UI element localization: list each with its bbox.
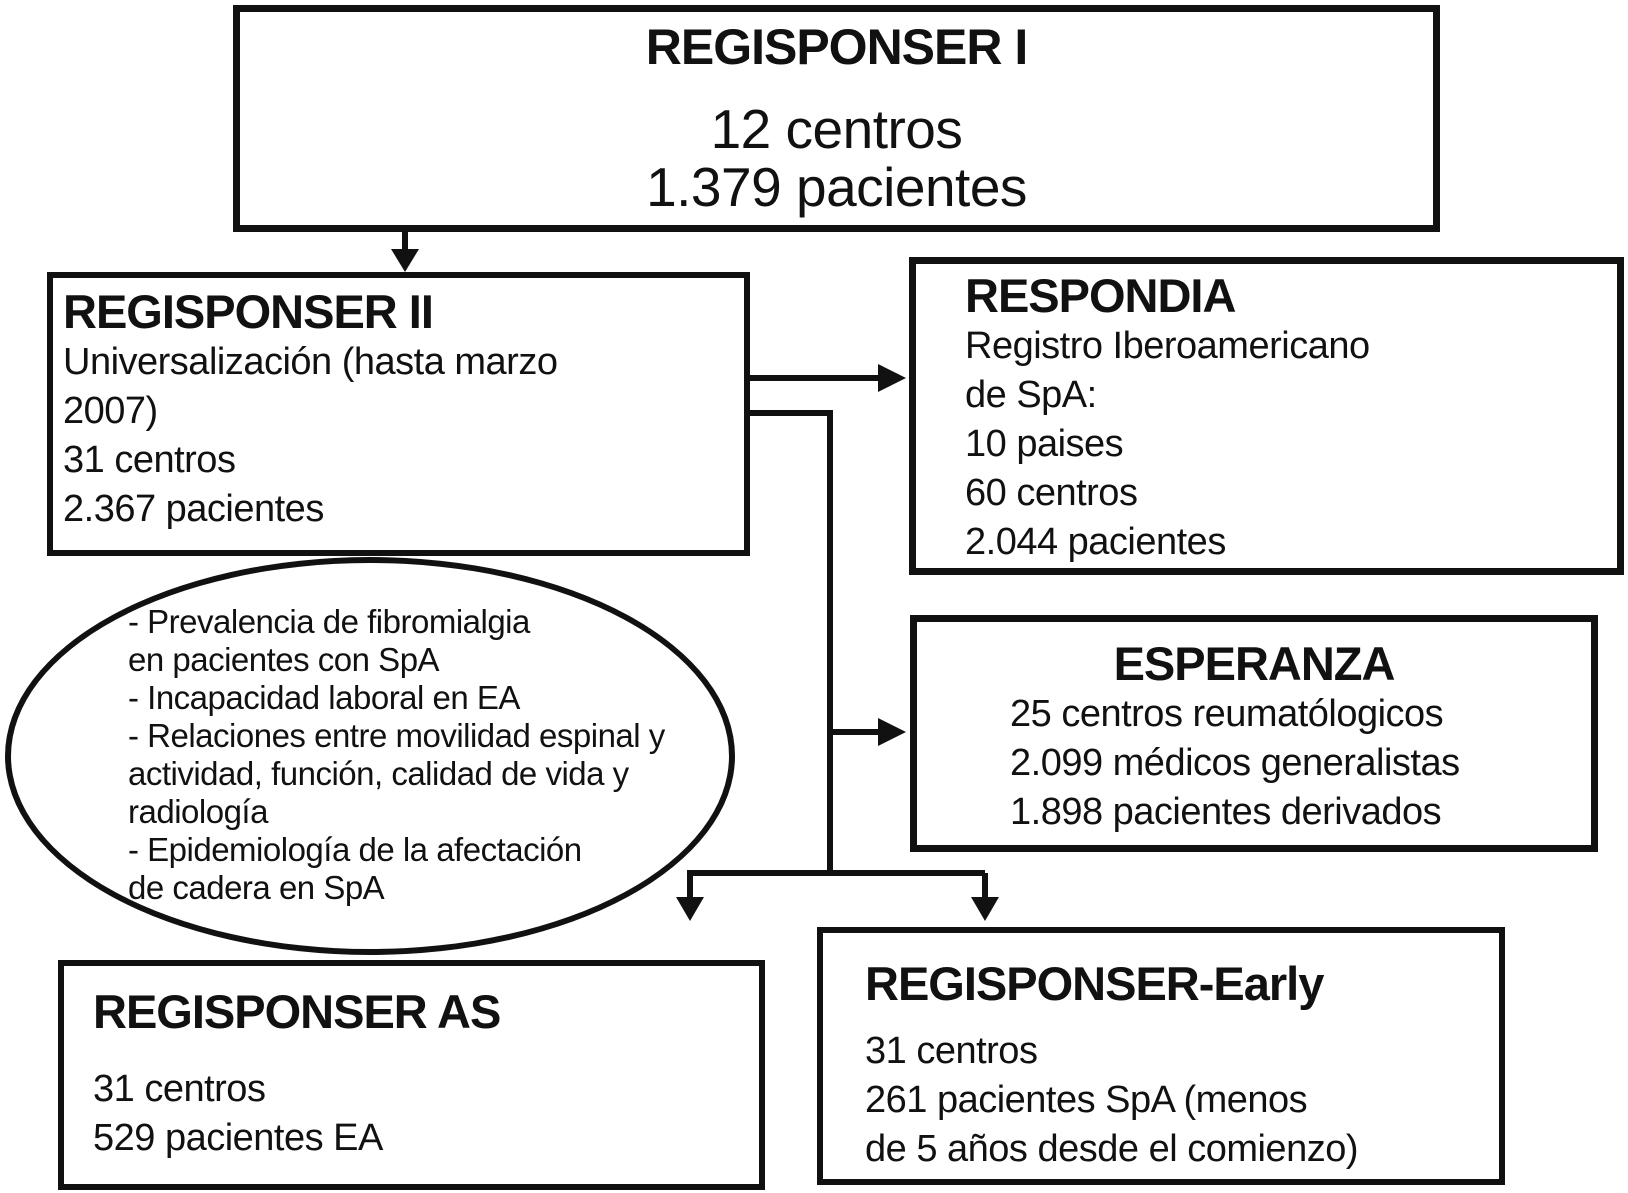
text-line: de 5 años desde el comienzo) bbox=[865, 1128, 1359, 1170]
text-line: 31 centros bbox=[865, 1030, 1038, 1072]
box-regisponser-early-title: REGISPONSER-Early bbox=[865, 957, 1324, 1010]
text-line: 31 centros bbox=[63, 439, 236, 481]
box-respondia: RESPONDIA Registro Iberoamericano de SpA… bbox=[909, 257, 1624, 575]
arrowhead-down-early-icon bbox=[971, 897, 999, 921]
text-line: 1.379 pacientes bbox=[646, 156, 1027, 218]
text-line: Registro Iberoamericano bbox=[965, 325, 1370, 367]
box-regisponser-ii: REGISPONSER II Universalización (hasta m… bbox=[47, 272, 750, 556]
text-line: - Incapacidad laboral en EA bbox=[128, 679, 520, 716]
studies-ellipse bbox=[5, 557, 735, 955]
text-line: 2.099 médicos generalistas bbox=[1010, 742, 1460, 784]
text-line: 1.898 pacientes derivados bbox=[1010, 791, 1442, 833]
box-regisponser-ii-body: Universalización (hasta marzo 2007) 31 c… bbox=[63, 338, 744, 534]
box-regisponser-i-title: REGISPONSER I bbox=[645, 19, 1029, 75]
text-line: - Epidemiología de la afectación bbox=[128, 831, 582, 868]
box-regisponser-i: REGISPONSER I 12 centros 1.379 pacientes bbox=[233, 5, 1440, 232]
box-regisponser-as: REGISPONSER AS 31 centros 529 pacientes … bbox=[58, 960, 765, 1190]
box-regisponser-as-body: 31 centros 529 pacientes EA bbox=[93, 1065, 759, 1163]
arrowhead-right-respondia-icon bbox=[878, 364, 906, 392]
box-regisponser-ii-title: REGISPONSER II bbox=[63, 285, 434, 338]
studies-ellipse-text: - Prevalencia de fibromialgia en pacient… bbox=[128, 603, 748, 907]
box-esperanza-body: 25 centros reumatólogicos 2.099 médicos … bbox=[1010, 690, 1591, 837]
text-line: 25 centros reumatólogicos bbox=[1010, 693, 1444, 735]
text-line: 2007) bbox=[63, 390, 158, 432]
text-line: 529 pacientes EA bbox=[93, 1117, 383, 1159]
text-line: Universalización (hasta marzo bbox=[63, 341, 558, 383]
text-line: 2.367 pacientes bbox=[63, 488, 324, 530]
box-esperanza: ESPERANZA 25 centros reumatólogicos 2.09… bbox=[910, 615, 1598, 852]
text-line: radiología bbox=[128, 793, 268, 830]
text-line: 12 centros bbox=[710, 98, 963, 160]
connector-r2-trunk bbox=[750, 410, 833, 876]
text-line: - Relaciones entre movilidad espinal y bbox=[128, 717, 665, 754]
text-line: 261 pacientes SpA (menos bbox=[865, 1079, 1308, 1121]
arrowhead-right-esperanza-icon bbox=[878, 718, 906, 746]
box-regisponser-early: REGISPONSER-Early 31 centros 261 pacient… bbox=[817, 927, 1505, 1185]
text-line: actividad, función, calidad de vida y bbox=[128, 755, 629, 792]
text-line: 31 centros bbox=[93, 1068, 266, 1110]
box-respondia-title: RESPONDIA bbox=[965, 269, 1236, 322]
text-line: 10 paises bbox=[965, 423, 1124, 465]
text-line: en pacientes con SpA bbox=[128, 641, 440, 678]
text-line: - Prevalencia de fibromialgia bbox=[128, 603, 530, 640]
arrowhead-down-r2-icon bbox=[391, 249, 419, 272]
text-line: 60 centros bbox=[965, 472, 1138, 514]
box-regisponser-as-title: REGISPONSER AS bbox=[93, 985, 501, 1038]
text-line: de cadera en SpA bbox=[128, 869, 385, 906]
box-esperanza-title: ESPERANZA bbox=[1113, 637, 1396, 690]
text-line: de SpA: bbox=[965, 374, 1097, 416]
box-regisponser-i-body: 12 centros 1.379 pacientes bbox=[240, 100, 1433, 216]
text-line: 2.044 pacientes bbox=[965, 521, 1226, 563]
box-respondia-body: Registro Iberoamericano de SpA: 10 paise… bbox=[965, 322, 1617, 567]
arrowhead-down-as-icon bbox=[676, 897, 704, 921]
box-regisponser-early-body: 31 centros 261 pacientes SpA (menos de 5… bbox=[865, 1027, 1499, 1174]
